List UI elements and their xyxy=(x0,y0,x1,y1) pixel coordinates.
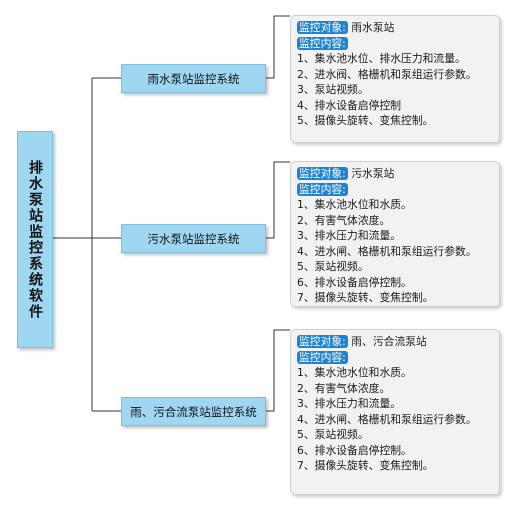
content-item: 5、泵站视频。 xyxy=(297,428,369,441)
object-row: 监控对象: 雨水泵站 xyxy=(297,20,493,36)
content-item: 1、集水池水位和水质。 xyxy=(297,198,412,211)
content-item: 5、摄像头旋转、变焦控制。 xyxy=(297,114,434,127)
content-item: 7、摄像头旋转、变焦控制。 xyxy=(297,459,434,472)
object-tag: 监控对象: xyxy=(297,167,348,180)
content-row: 监控内容: xyxy=(297,350,493,366)
content-tag: 监控内容: xyxy=(297,182,348,196)
content-item: 1、集水池水位、排水压力和流量。 xyxy=(297,52,466,65)
content-item: 1、集水池水位和水质。 xyxy=(297,366,412,379)
system-node-sewage: 污水泵站监控系统 xyxy=(121,224,266,253)
root-label: 排水泵站监控系统软件 xyxy=(27,159,43,320)
content-item: 3、排水压力和流量。 xyxy=(297,229,402,242)
content-item: 2、有害气体浓度。 xyxy=(297,213,391,227)
object-value: 雨、污合流泵站 xyxy=(351,335,427,348)
content-item: 6、排水设备启停控制。 xyxy=(297,275,412,289)
content-item: 4、排水设备启停控制 xyxy=(297,98,402,112)
object-row: 监控对象: 雨、污合流泵站 xyxy=(297,334,493,350)
detail-card-rain: 监控对象: 雨水泵站 监控内容: 1、集水池水位、排水压力和流量。 2、进水阀、… xyxy=(290,15,500,143)
card-connector-2 xyxy=(265,161,290,239)
content-item: 4、进水闸、格栅机和泵组运行参数。 xyxy=(297,244,477,258)
content-item: 2、进水阀、格栅机和泵组运行参数。 xyxy=(297,67,477,81)
content-item: 3、泵站视频。 xyxy=(297,83,369,96)
content-item: 7、摄像头旋转、变焦控制。 xyxy=(297,291,434,304)
system-label: 污水泵站监控系统 xyxy=(147,231,240,246)
object-row: 监控对象: 污水泵站 xyxy=(297,166,493,182)
card-connector-3 xyxy=(265,329,290,412)
content-item: 2、有害气体浓度。 xyxy=(297,381,391,395)
detail-card-sewage: 监控对象: 污水泵站 监控内容: 1、集水池水位和水质。 2、有害气体浓度。 3… xyxy=(290,161,500,307)
detail-card-combined: 监控对象: 雨、污合流泵站 监控内容: 1、集水池水位和水质。 2、有害气体浓度… xyxy=(290,329,500,495)
content-item: 3、排水压力和流量。 xyxy=(297,397,402,410)
content-row: 监控内容: xyxy=(297,182,493,198)
object-tag: 监控对象: xyxy=(297,21,348,34)
card-connector-1 xyxy=(265,15,290,79)
content-tag: 监控内容: xyxy=(297,350,348,364)
content-row: 监控内容: xyxy=(297,36,493,52)
system-label: 雨、污合流泵站监控系统 xyxy=(130,404,257,419)
object-tag: 监控对象: xyxy=(297,335,348,348)
system-node-combined: 雨、污合流泵站监控系统 xyxy=(121,397,266,426)
content-tag: 监控内容: xyxy=(297,36,348,50)
object-value: 污水泵站 xyxy=(351,167,395,180)
content-item: 4、进水闸、格栅机和泵组运行参数。 xyxy=(297,412,477,426)
system-label: 雨水泵站监控系统 xyxy=(147,71,240,86)
content-item: 6、排水设备启停控制。 xyxy=(297,443,412,457)
system-node-rain: 雨水泵站监控系统 xyxy=(121,64,266,93)
object-value: 雨水泵站 xyxy=(351,21,395,34)
content-item: 5、泵站视频。 xyxy=(297,260,369,273)
root-node: 排水泵站监控系统软件 xyxy=(17,131,53,348)
